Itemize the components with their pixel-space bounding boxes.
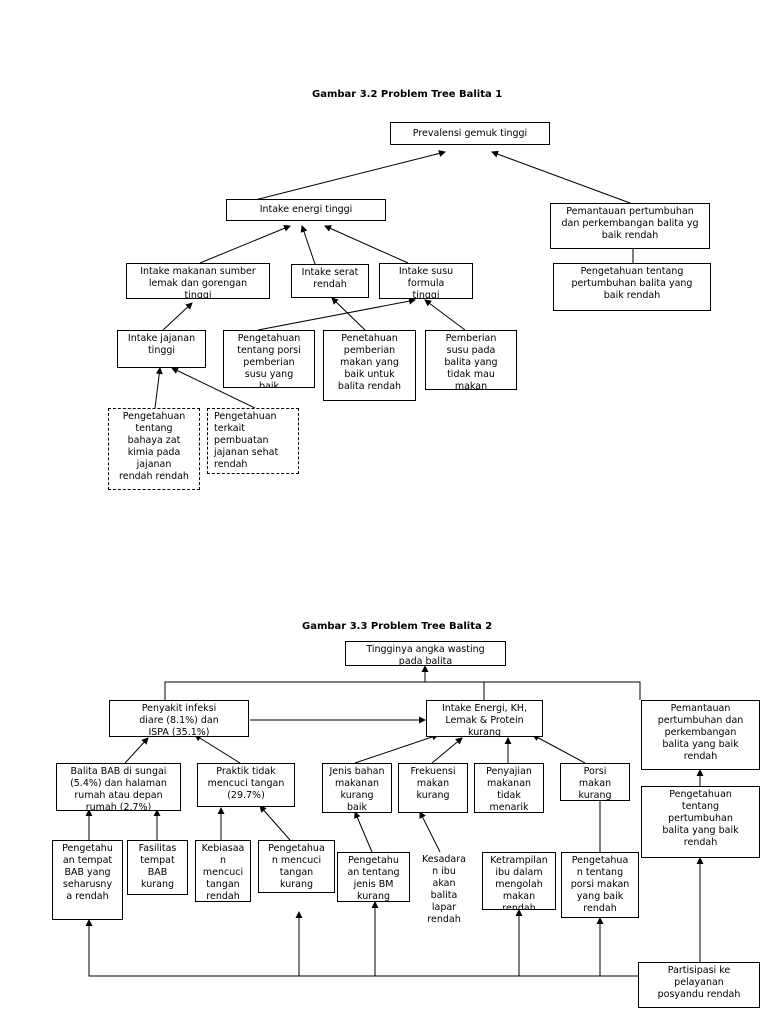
node-pengetahuan-pertumbuhan: Pengetahuan tentang pertumbuhan balita y… [553,263,711,311]
node-intake-susu: Intake susu formula tinggi [379,263,473,299]
node-tingginya-wasting: Tingginya angka wasting pada balita [345,641,506,666]
node-intake-serat: Intake serat rendah [291,264,369,298]
node-pengetahuan-mencuci: Pengetahua n mencuci tangan kurang [258,840,335,893]
node-prevalensi: Prevalensi gemuk tinggi [390,122,550,145]
node-intake-jajanan: Intake jajanan tinggi [117,330,206,368]
node-jenis-bahan: Jenis bahan makanan kurang baik [322,763,392,813]
node-kebiasaan-mencuci: Kebiasaa n mencuci tangan rendah [195,840,251,902]
node-pemberian-susu: Pemberian susu pada balita yang tidak ma… [425,330,517,390]
node-pengetahuan-pertumbuhan-2: Pengetahuan tentang pertumbuhan balita y… [641,786,760,858]
node-intake-makanan: Intake makanan sumber lemak dan gorengan… [126,263,270,299]
node-pengetahuan-jenis-bm: Pengetahu an tentang jenis BM kurang [337,852,410,902]
node-pemantauan: Pemantauan pertumbuhan dan perkembangan … [550,203,710,249]
node-pengetahuan-porsi: Pengetahuan tentang porsi pemberian susu… [223,330,315,388]
node-fasilitas-bab: Fasilitas tempat BAB kurang [127,840,188,895]
figure-title-2: Gambar 3.3 Problem Tree Balita 2 [302,621,493,632]
node-balita-bab: Balita BAB di sungai (5.4%) dan halaman … [56,763,181,811]
figure-title-1: Gambar 3.2 Problem Tree Balita 1 [312,89,503,100]
node-kesadaran-ibu: Kesadara n ibu akan balita lapar rendah [422,854,466,925]
node-pengetahuan-bahaya: Pengetahuan tentang bahaya zat kimia pad… [108,408,200,490]
node-praktik-mencuci: Praktik tidak mencuci tangan (29.7%) [197,763,295,807]
node-penyakit-infeksi: Penyakit infeksi diare (8.1%) dan ISPA (… [109,700,249,737]
node-pengetahuan-porsi-2: Pengetahua n tentang porsi makan yang ba… [561,852,639,918]
node-partisipasi-posyandu: Partisipasi ke pelayanan posyandu rendah [638,962,760,1008]
node-penyajian: Penyajian makanan tidak menarik [474,763,544,813]
node-pengetahuan-pembuatan: Pengetahuan terkait pembuatan jajanan se… [207,408,299,474]
node-intake-energi: Intake energi tinggi [226,199,386,221]
node-ketrampilan-ibu: Ketrampilan ibu dalam mengolah makan ren… [482,852,556,910]
node-porsi-makan: Porsi makan kurang [560,763,630,801]
node-pengetahuan-tempat-bab: Pengetahu an tempat BAB yang seharusny a… [52,840,123,920]
node-pemantauan-2: Pemantauan pertumbuhan dan perkembangan … [641,700,760,770]
node-intake-energi-kh: Intake Energi, KH, Lemak & Protein kuran… [426,700,543,737]
node-penetahuan-pemberian: Penetahuan pemberian makan yang baik unt… [323,330,416,401]
node-frekuensi: Frekuensi makan kurang [398,763,468,813]
